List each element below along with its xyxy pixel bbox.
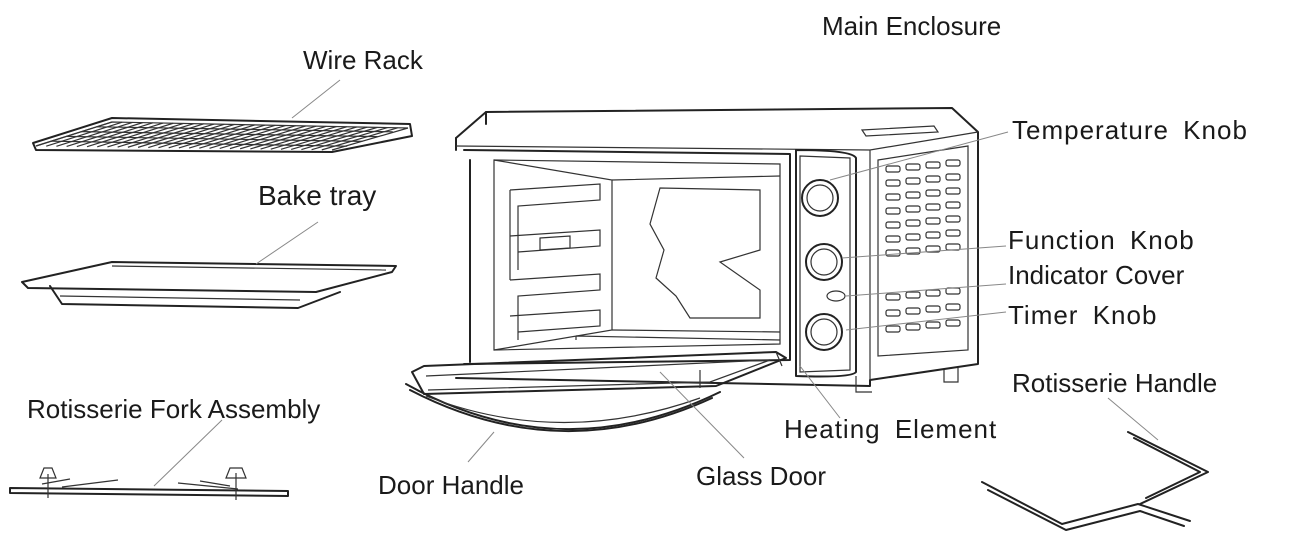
- rack-wire: [66, 122, 143, 147]
- rack-wire: [76, 122, 154, 148]
- vent-slot: [945, 215, 961, 223]
- rack-wire: [107, 122, 184, 148]
- vent-slot: [925, 305, 941, 313]
- vent-slot: [925, 161, 941, 169]
- wire-rack-label: Wire Rack: [303, 45, 423, 75]
- vent-slot: [925, 189, 941, 197]
- main-enclosure-label: Main Enclosure: [822, 11, 1002, 41]
- rack-wire: [117, 123, 194, 148]
- vent-slot: [905, 291, 921, 299]
- vent-slot: [905, 233, 921, 241]
- vent-slot: [885, 165, 901, 173]
- rack-wire: [51, 140, 348, 147]
- vent-slot: [925, 175, 941, 183]
- bake-tray-drawing: [21, 261, 397, 309]
- glass-door-label: Glass Door: [696, 461, 827, 491]
- rotisserie-handle-label: Rotisserie Handle: [1012, 368, 1218, 398]
- vent-slot: [885, 293, 901, 301]
- rotisserie-handle-drawing: [981, 431, 1209, 531]
- vent-slot: [905, 191, 921, 199]
- vent-slot: [885, 235, 901, 243]
- door-handle-label: Door Handle: [378, 470, 524, 500]
- vent-slot: [885, 207, 901, 215]
- vent-slot: [885, 179, 901, 187]
- rack-wire: [127, 123, 205, 148]
- rotisserie-fork-assembly-label: Rotisserie Fork Assembly: [27, 394, 321, 424]
- rack-wire: [66, 135, 363, 142]
- timer-knob-label: Timer Knob: [1008, 300, 1158, 330]
- vent-slot: [945, 201, 961, 209]
- rack-wire: [137, 123, 215, 148]
- vent-slot: [885, 193, 901, 201]
- rotisserie-fork-assembly-drawing: [9, 467, 289, 500]
- vent-slot: [905, 177, 921, 185]
- rack-wire: [81, 131, 378, 138]
- vent-slot: [885, 221, 901, 229]
- rack-wire: [96, 126, 393, 133]
- vent-slot: [945, 187, 961, 195]
- wire-rack-drawing: [32, 117, 413, 153]
- function-knob-label: Function Knob: [1008, 225, 1195, 255]
- vent-slot: [905, 307, 921, 315]
- vent-slot: [945, 173, 961, 181]
- vent-slot: [925, 321, 941, 329]
- temperature-knob-label: Temperature Knob: [1012, 115, 1248, 145]
- vent-slot: [925, 217, 941, 225]
- leader-lines: [153, 79, 1159, 487]
- vent-slot: [885, 325, 901, 333]
- vent-slot: [925, 289, 941, 297]
- vent-slot: [945, 159, 961, 167]
- vent-slot: [905, 219, 921, 227]
- vent-slot: [905, 247, 921, 255]
- bake-tray-label: Bake tray: [258, 180, 377, 211]
- indicator-cover-label: Indicator Cover: [1008, 260, 1185, 290]
- oven-body-drawing: [455, 107, 979, 393]
- vent-slot: [905, 205, 921, 213]
- rack-wire: [86, 122, 164, 148]
- rack-wire: [35, 121, 113, 147]
- heating-element-label: Heating Element: [784, 414, 998, 444]
- vent-slot: [945, 303, 961, 311]
- rack-wire: [46, 121, 123, 147]
- vent-slot: [925, 245, 941, 253]
- vent-slot: [885, 309, 901, 317]
- vent-slot: [925, 203, 941, 211]
- vent-slot: [885, 249, 901, 257]
- glass-door-drawing: [405, 351, 787, 433]
- vent-slot: [945, 229, 961, 237]
- rack-wire: [97, 122, 174, 148]
- vent-slot: [925, 231, 941, 239]
- vent-slot: [945, 287, 961, 295]
- rack-wire: [56, 121, 133, 147]
- vent-slot: [905, 163, 921, 171]
- vent-slot: [945, 319, 961, 327]
- vent-slot: [905, 323, 921, 331]
